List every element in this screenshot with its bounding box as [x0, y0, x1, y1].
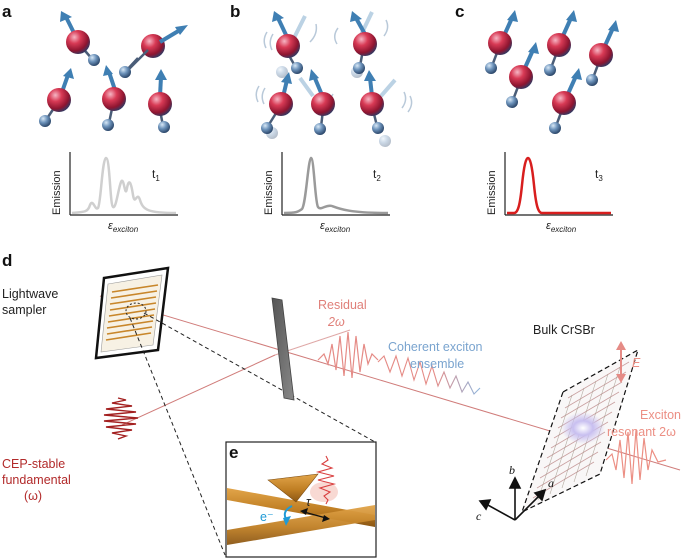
spin — [485, 10, 518, 74]
spin — [309, 69, 335, 135]
panel-e: e⁻ τ e — [225, 441, 377, 558]
residual-label-1: Residual — [318, 298, 367, 312]
cep-label-3: (ω) — [24, 489, 42, 503]
cep-label-1: CEP-stable — [2, 457, 65, 471]
bulk-crystal — [520, 348, 640, 514]
bulk-crsbr-label: Bulk CrSBr — [533, 323, 595, 337]
exciton-resonant-pulse — [605, 429, 667, 485]
spin — [261, 72, 293, 134]
sampler-focus-spot — [125, 302, 147, 320]
emission-label-b: Emission — [263, 170, 275, 215]
panel-letter-d: d — [2, 251, 12, 270]
spin — [102, 65, 126, 131]
exciton-label-1: Exciton — [640, 408, 681, 422]
spin — [39, 68, 74, 127]
panel-b: b — [230, 2, 413, 234]
inset-pulse — [315, 455, 337, 505]
spin — [272, 11, 303, 74]
residual-pulse — [317, 331, 379, 379]
residual-label-2: 2ω — [327, 315, 345, 329]
panel-d: d — [2, 251, 681, 556]
time-label-c: t3 — [595, 167, 603, 183]
spin — [506, 42, 539, 108]
lightwave-sampler-label-2: sampler — [2, 303, 46, 317]
spectrum-b: Emission εexciton t2 — [263, 152, 390, 234]
exciton-label-2: resonant 2ω — [607, 425, 676, 439]
zoom-lines — [129, 312, 376, 556]
lightwave-sampler — [94, 266, 170, 360]
coherent-label-1: Coherent exciton — [388, 340, 483, 354]
fundamental-pulse — [103, 397, 139, 440]
epsilon-label-c: εexciton — [546, 220, 577, 234]
spectrum-line-b — [283, 156, 389, 215]
panel-a: a — [2, 2, 188, 234]
exciton-glow — [561, 412, 605, 444]
spin — [360, 70, 384, 134]
filter-slab — [271, 297, 295, 401]
spectrum-line-c — [507, 156, 611, 215]
coherent-label-2: ensemble — [410, 357, 464, 371]
lightwave-sampler-label-1: Lightwave — [2, 287, 58, 301]
axis-a-label: a — [548, 476, 554, 490]
lower-electrode — [227, 505, 375, 545]
spin — [60, 11, 100, 66]
panel-letter-e: e — [229, 443, 238, 462]
spin — [350, 11, 377, 74]
spectrum-line-a — [71, 156, 177, 215]
spectrum-c: Emission εexciton t3 — [486, 152, 613, 234]
spin-ensemble-b — [255, 11, 413, 147]
spin-ensemble-a — [39, 11, 188, 133]
cep-label-2: fundamental — [2, 473, 71, 487]
spin — [544, 10, 577, 76]
electrode-tip — [267, 473, 319, 503]
spectrum-a: Emission εexciton t1 — [51, 152, 178, 234]
epsilon-label-a: εexciton — [108, 220, 139, 234]
coherent-tail — [377, 354, 481, 395]
panel-letter-c: c — [455, 2, 464, 21]
emission-label-a: Emission — [51, 170, 63, 215]
light-spot — [310, 482, 338, 502]
crystal-axes — [478, 476, 547, 521]
efield-label: E — [632, 356, 641, 370]
spin — [586, 20, 619, 86]
time-label-a: t1 — [152, 167, 160, 183]
electron-label: e⁻ — [260, 510, 274, 524]
tau-arrow — [303, 511, 327, 519]
sampler-electrodes — [105, 284, 159, 341]
spin — [148, 69, 172, 133]
spin-ensemble-c — [485, 10, 619, 134]
panel-letter-a: a — [2, 2, 12, 21]
efield-arrow — [616, 341, 626, 383]
panel-letter-b: b — [230, 2, 240, 21]
tau-label: τ — [306, 495, 312, 509]
beam-fundamental — [121, 354, 276, 426]
spin — [119, 25, 188, 78]
axis-b-label: b — [509, 463, 515, 477]
axis-c-label: c — [476, 509, 482, 523]
panel-c: c — [455, 2, 619, 234]
time-label-b: t2 — [373, 167, 381, 183]
emission-label-c: Emission — [486, 170, 498, 215]
epsilon-label-b: εexciton — [320, 220, 351, 234]
spin — [549, 68, 582, 134]
